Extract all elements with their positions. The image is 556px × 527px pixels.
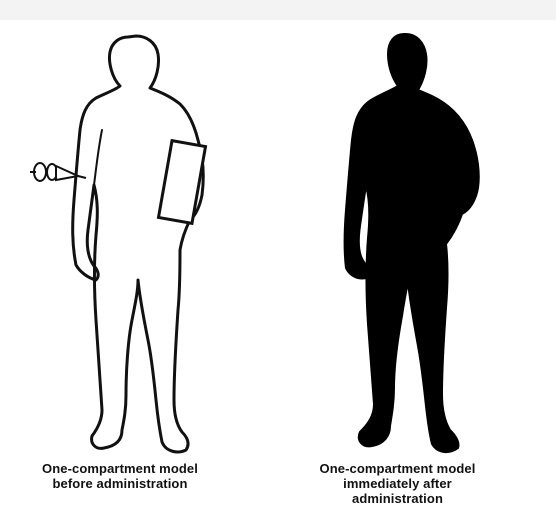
caption-after-administration: One-compartment model immediately after … — [275, 461, 520, 506]
caption-line: One-compartment model — [275, 461, 520, 476]
outlined-body-figure — [73, 36, 204, 452]
caption-line: immediately after — [275, 476, 520, 491]
caption-line: One-compartment model — [20, 461, 220, 476]
caption-line: before administration — [20, 476, 220, 491]
caption-before-administration: One-compartment model before administrat… — [20, 461, 220, 491]
filled-body-figure — [345, 34, 479, 452]
figure-drawing — [0, 0, 556, 460]
caption-line: administration — [275, 491, 520, 506]
